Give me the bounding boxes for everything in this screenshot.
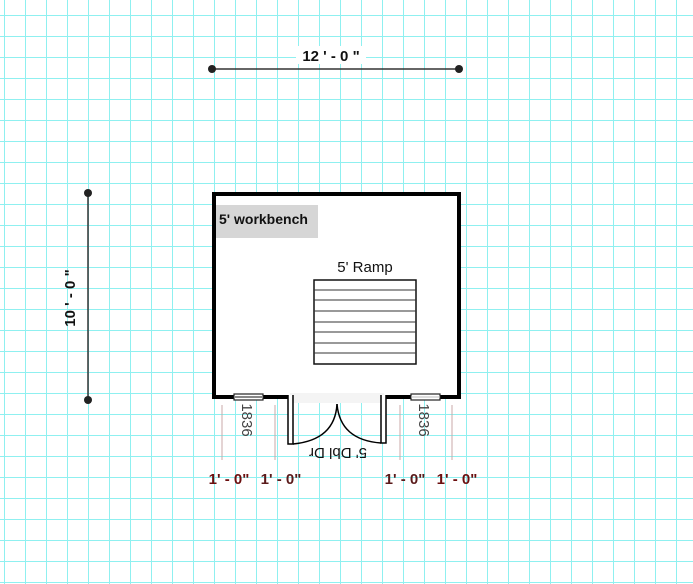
offset-label-2: 1' - 0" <box>261 471 302 488</box>
width-dimension-label: 12 ' - 0 " <box>302 48 359 65</box>
window-left[interactable]: 1836 <box>233 393 264 437</box>
window-right[interactable]: 1836 <box>410 393 441 437</box>
ramp-label: 5' Ramp <box>337 259 392 276</box>
double-door[interactable]: 5' Dbl Dr <box>287 393 387 461</box>
offset-guides <box>221 405 453 460</box>
ramp[interactable]: 5' Ramp <box>313 259 417 365</box>
width-dimension: 12 ' - 0 " <box>208 46 463 73</box>
height-dimension-label: 10 ' - 0 " <box>62 269 79 326</box>
workbench-label: 5' workbench <box>219 211 308 227</box>
window-left-label: 1836 <box>238 403 255 436</box>
offset-label-4: 1' - 0" <box>437 471 478 488</box>
workbench[interactable]: 5' workbench <box>216 205 318 238</box>
offset-label-3: 1' - 0" <box>385 471 426 488</box>
window-right-label: 1836 <box>415 403 432 436</box>
door-label: 5' Dbl Dr <box>309 444 367 461</box>
height-dimension: 10 ' - 0 " <box>62 189 92 404</box>
offset-label-1: 1' - 0" <box>209 471 250 488</box>
